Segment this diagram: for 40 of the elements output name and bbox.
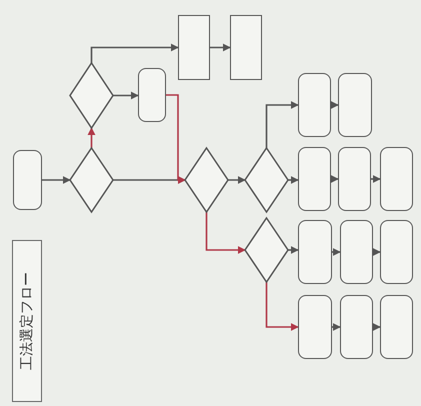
decision-diamond <box>245 148 288 212</box>
process-box <box>298 73 331 137</box>
arrow <box>228 176 246 184</box>
process-box <box>338 73 372 137</box>
decision-diamond <box>70 63 113 128</box>
process-box <box>380 220 413 284</box>
arrow <box>288 176 299 184</box>
process-box <box>13 150 42 210</box>
arrow <box>332 323 341 331</box>
arrow <box>332 248 341 256</box>
process-box <box>340 295 373 359</box>
arrow <box>372 248 381 256</box>
process-box <box>298 147 331 211</box>
process-box <box>178 15 210 80</box>
arrow <box>88 127 96 148</box>
process-box <box>380 295 413 359</box>
arrow <box>42 176 71 184</box>
process-box <box>298 295 332 359</box>
process-box <box>380 147 413 211</box>
arrow <box>330 101 339 109</box>
arrow <box>90 44 179 63</box>
arrow <box>266 101 299 148</box>
process-box <box>138 68 166 122</box>
arrow <box>288 246 299 254</box>
arrow <box>266 282 299 331</box>
title-box: 工法選定フロー <box>12 240 42 402</box>
process-box <box>340 220 373 284</box>
arrow <box>372 323 381 331</box>
arrow <box>113 92 139 100</box>
process-box <box>338 147 371 211</box>
decision-diamond <box>185 148 228 212</box>
decision-diamond <box>70 148 113 212</box>
process-box <box>230 15 262 80</box>
process-box <box>298 220 332 284</box>
arrow <box>206 212 246 254</box>
arrow <box>166 94 186 184</box>
arrow <box>330 175 339 183</box>
arrow <box>210 44 231 52</box>
decision-diamond <box>245 218 288 282</box>
arrow <box>371 175 381 183</box>
